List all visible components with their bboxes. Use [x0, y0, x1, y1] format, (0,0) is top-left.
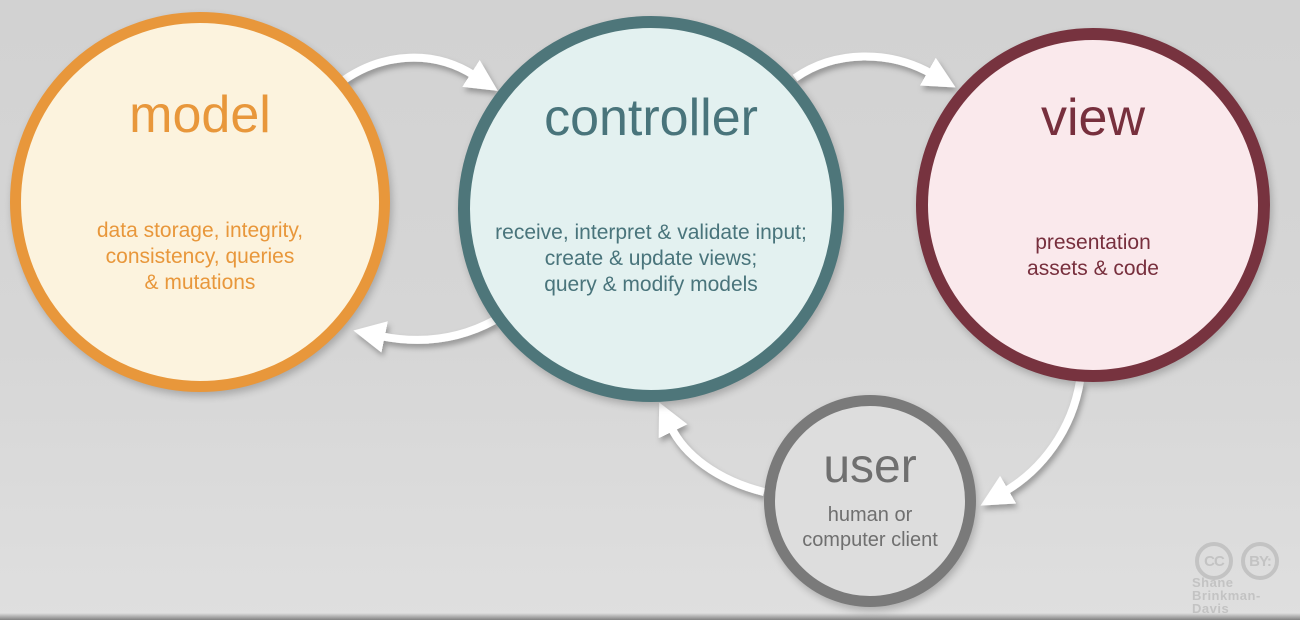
author-name: Shane Brinkman-Davis: [1192, 575, 1261, 616]
view-to-user-arrow: [980, 380, 1084, 506]
controller-title: controller: [544, 89, 758, 147]
model-to-controller-arrow: [341, 53, 498, 91]
cc-by-icon: BY:: [1241, 542, 1279, 580]
controller-to-view-arrow: [792, 52, 956, 88]
bottom-edge-shadow: [0, 613, 1300, 620]
user-description: human or computer client: [802, 504, 938, 551]
view-node: view presentation assets & code: [916, 28, 1270, 382]
view-title: view: [1040, 89, 1146, 147]
model-title: model: [129, 86, 271, 144]
controller-description: receive, interpret & validate input; cre…: [495, 221, 807, 296]
cc-license-icon: CC: [1195, 542, 1233, 580]
user-node: user human or computer client: [764, 395, 976, 607]
user-to-controller-arrow: [658, 402, 765, 496]
user-title: user: [823, 440, 917, 493]
controller-to-model-arrow: [353, 316, 497, 353]
model-description: data storage, integrity, consistency, qu…: [96, 219, 304, 294]
model-node: model data storage, integrity, consisten…: [10, 12, 390, 392]
view-description: presentation assets & code: [1027, 231, 1159, 280]
controller-node: controller receive, interpret & validate…: [458, 16, 844, 402]
